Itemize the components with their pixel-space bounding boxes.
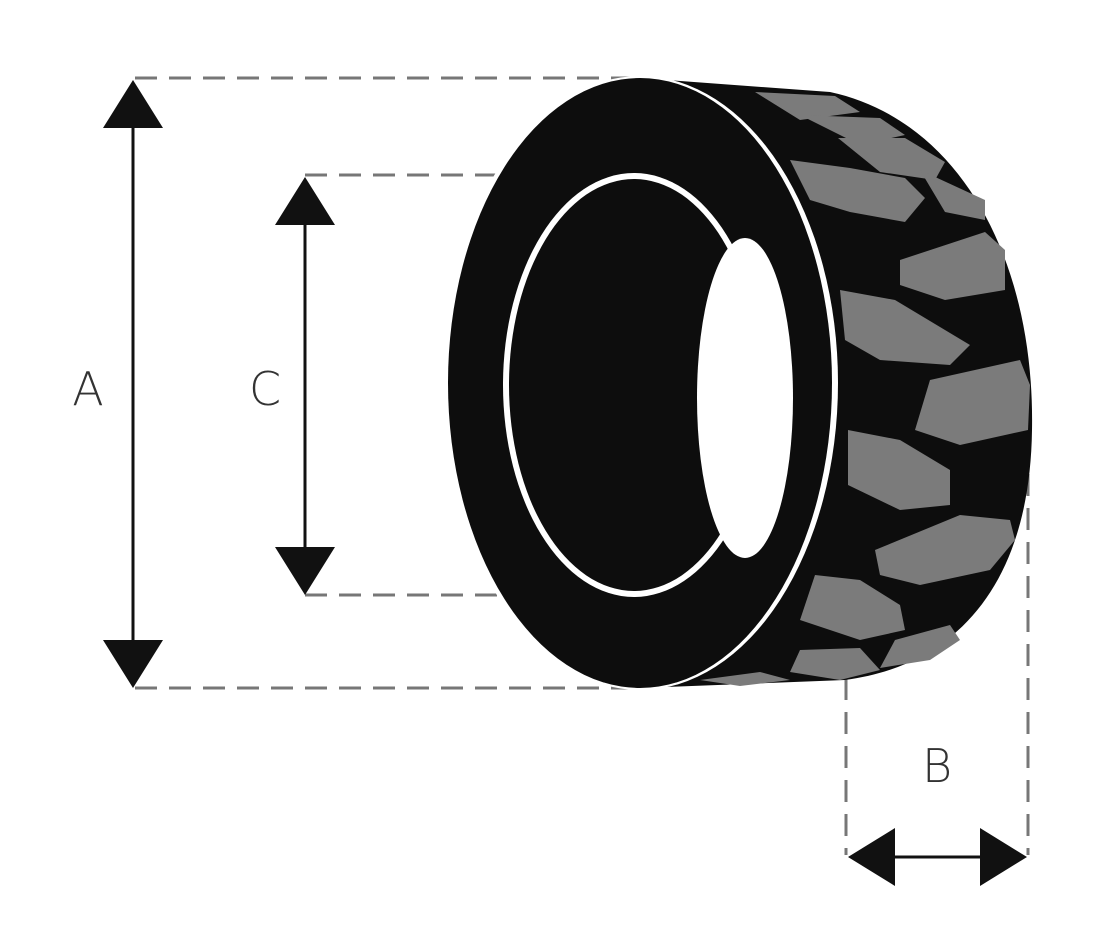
tread-lug bbox=[800, 115, 905, 145]
double-arrow-icon bbox=[275, 177, 335, 225]
dimension-b: B bbox=[848, 739, 1027, 886]
tread-lug bbox=[915, 360, 1030, 445]
tread-lug bbox=[790, 648, 880, 680]
double-arrow-icon bbox=[275, 547, 335, 595]
double-arrow-icon bbox=[980, 828, 1027, 886]
dimension-a-label: A bbox=[72, 362, 103, 416]
dimension-b-label: B bbox=[922, 739, 952, 793]
tread-lug bbox=[900, 232, 1005, 300]
tread-lug bbox=[880, 625, 960, 668]
double-arrow-icon bbox=[848, 828, 895, 886]
tread-lug bbox=[875, 515, 1015, 585]
tread-lug bbox=[800, 575, 905, 640]
tread-lugs bbox=[700, 92, 1030, 686]
tread-lug bbox=[920, 170, 985, 220]
double-arrow-icon bbox=[103, 640, 163, 688]
dimension-c-label: C bbox=[249, 362, 281, 416]
rim-inner bbox=[509, 179, 759, 591]
tread-lug bbox=[755, 92, 860, 120]
tread-lug bbox=[790, 160, 925, 222]
tread-lug bbox=[838, 138, 945, 180]
rim-hole bbox=[697, 238, 793, 558]
dimension-a: A bbox=[72, 80, 163, 688]
dimension-c: C bbox=[249, 177, 335, 595]
double-arrow-icon bbox=[103, 80, 163, 128]
tread-lug bbox=[700, 672, 790, 686]
tire-icon bbox=[442, 76, 1033, 690]
tread-lug bbox=[840, 290, 970, 365]
tread-lug bbox=[848, 430, 950, 510]
